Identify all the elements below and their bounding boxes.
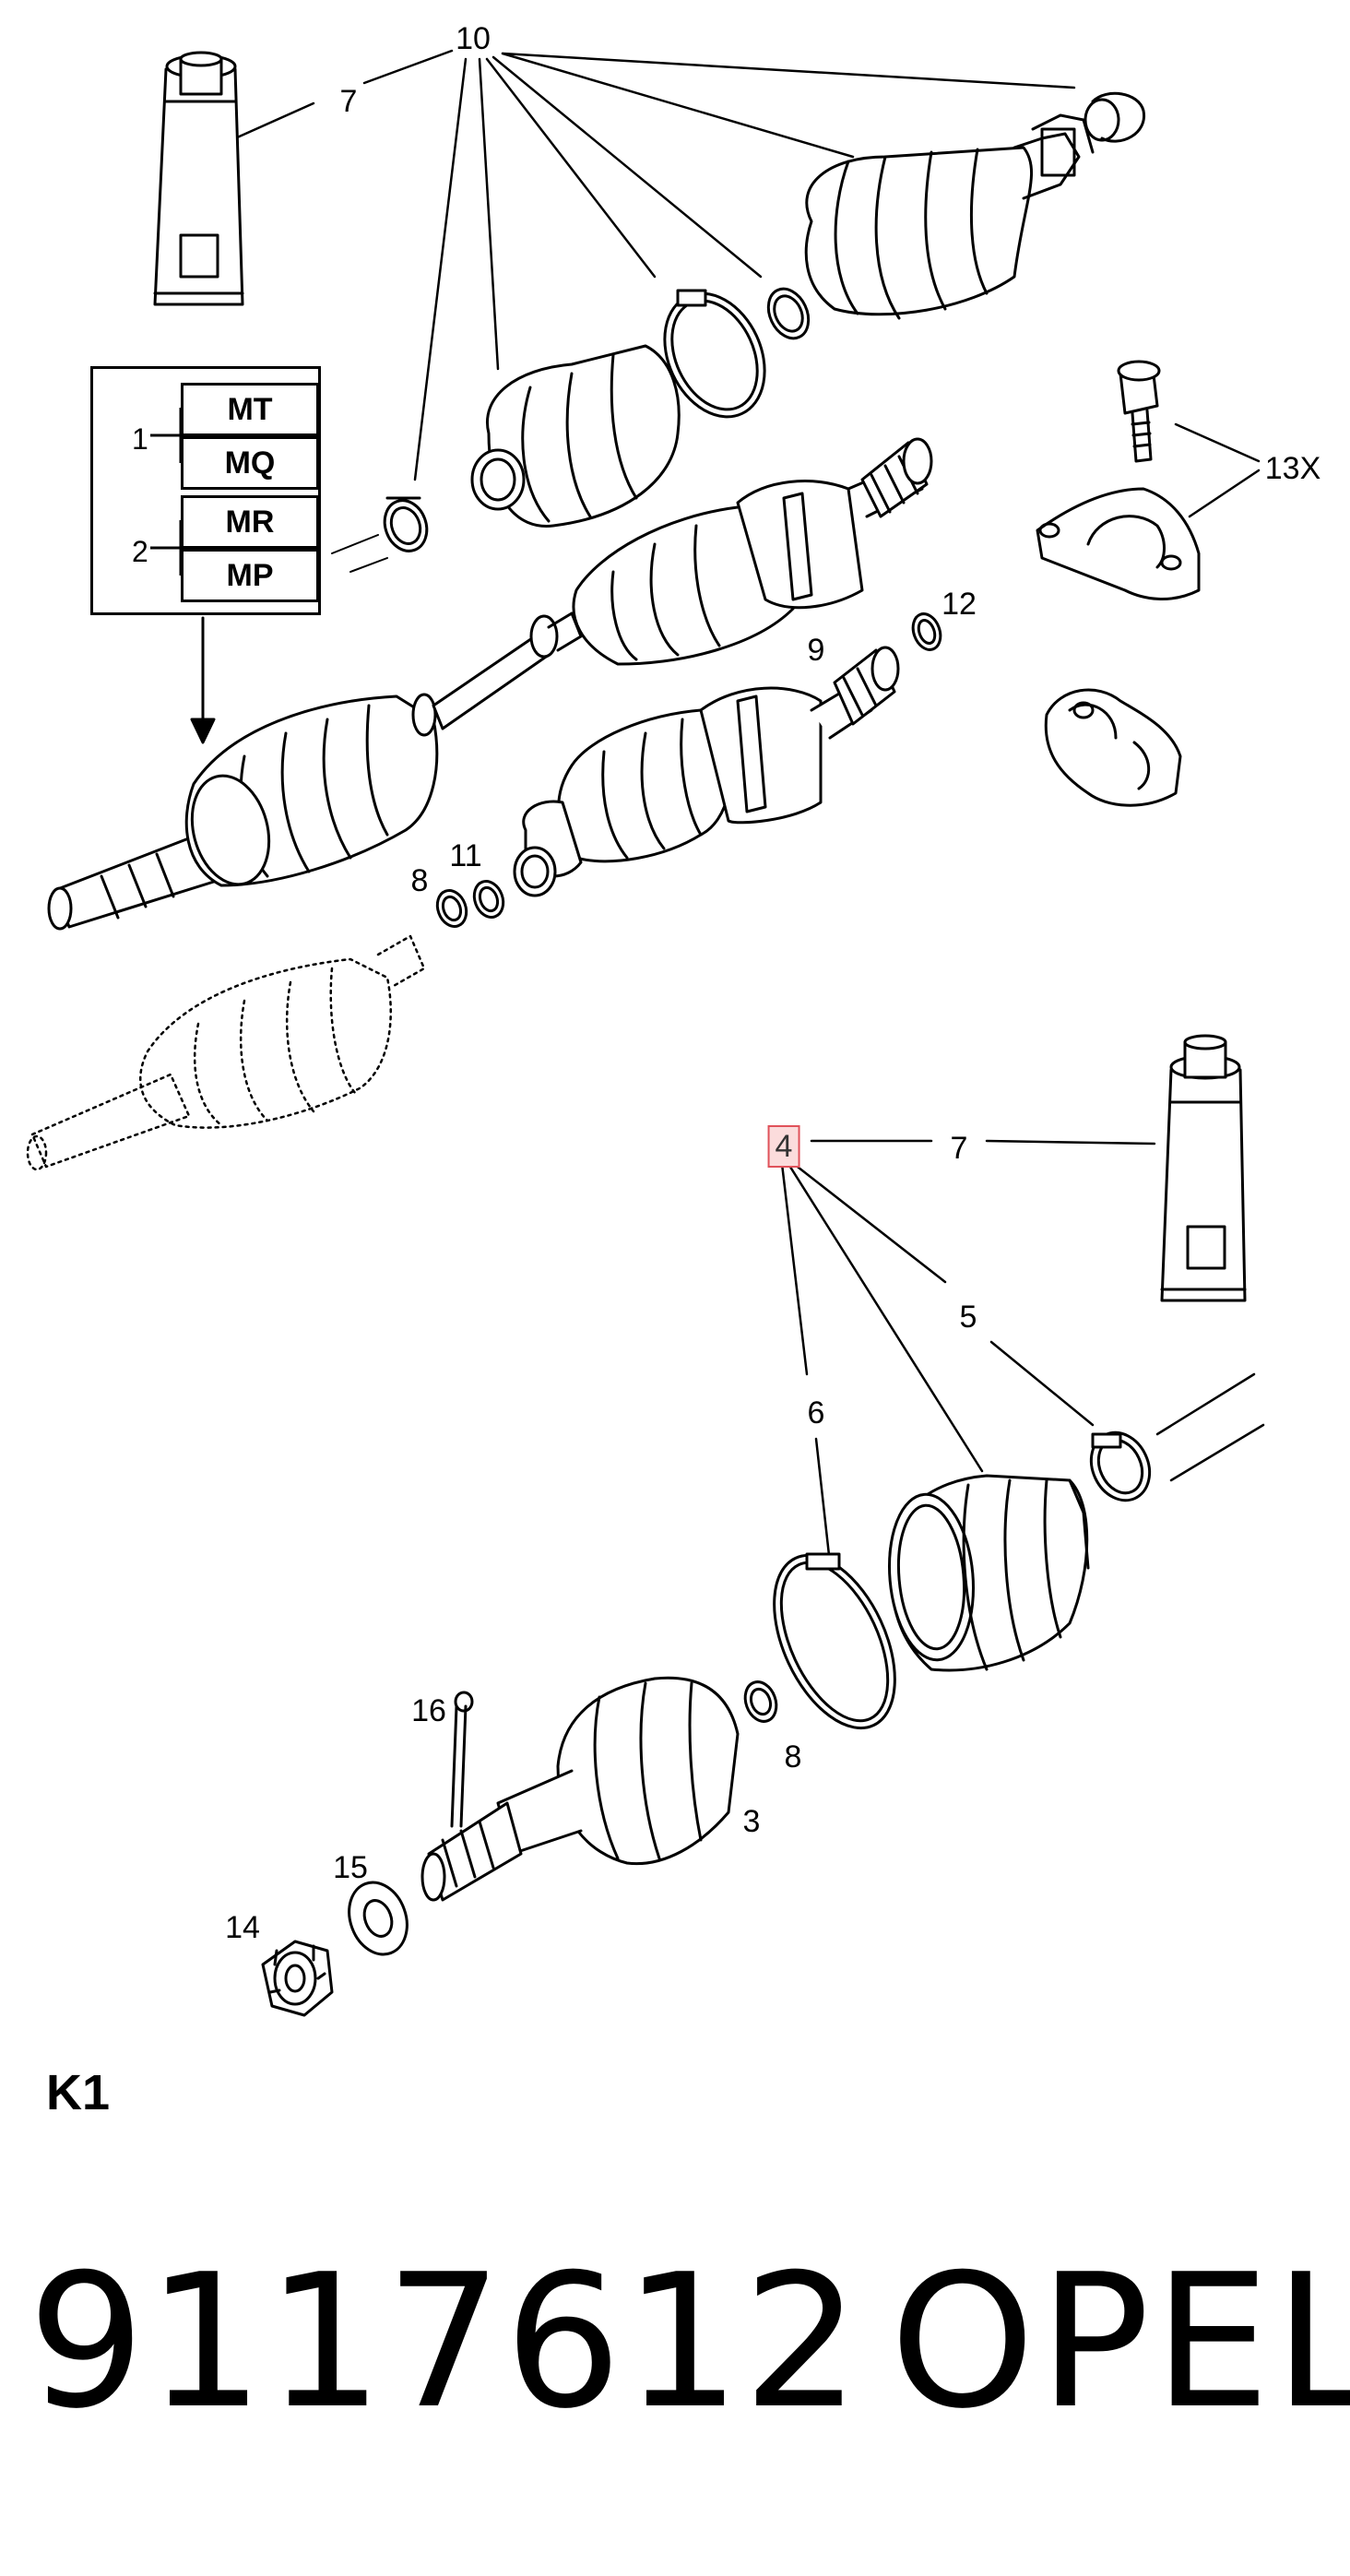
legend-group-1: 1	[132, 422, 148, 456]
callout-5: 5	[959, 1300, 977, 1335]
brand-name: OPEL	[890, 2235, 1350, 2450]
bearing-bracket-lower	[1044, 688, 1182, 807]
leader-lines-10	[233, 49, 1076, 481]
legend-code-mq: MQ	[181, 436, 319, 490]
part-number: 9117612	[28, 2235, 862, 2450]
shaft-end-bottom	[1155, 1372, 1265, 1482]
axis-lines	[331, 534, 388, 573]
variant-legend: 1 2 MT MQ MR MP	[90, 366, 321, 615]
bearing-bracket-upper	[1036, 487, 1201, 600]
variant-code: K1	[46, 2065, 111, 2120]
callout-13x: 13X	[1264, 451, 1321, 486]
boot-top-right	[804, 98, 1120, 320]
callout-7-bottom: 7	[950, 1131, 968, 1166]
drive-shaft-assembly	[47, 437, 933, 931]
ghost-shaft-outline	[26, 934, 426, 1171]
bolt	[1117, 360, 1261, 463]
legend-group-2: 2	[132, 535, 148, 568]
boot-outer-bottom	[887, 1474, 1090, 1672]
castle-nut	[261, 1940, 334, 2017]
callout-16: 16	[411, 1693, 446, 1728]
exploded-parts-diagram: 10 7 13X 12 9 8 11 4 7 5 6 16 8 3 15 14 …	[26, 21, 1321, 2017]
cotter-pin	[450, 1691, 474, 1828]
legend-code-mt: MT	[181, 383, 319, 436]
outer-cv-joint	[420, 1676, 740, 1902]
callout-8-top: 8	[410, 863, 429, 898]
callout-6: 6	[807, 1395, 825, 1430]
callout-14: 14	[225, 1910, 260, 1945]
circlip-8-bottom	[743, 1680, 778, 1723]
clamp-6	[773, 1552, 896, 1730]
callout-11: 11	[449, 838, 482, 873]
legend-arrow	[190, 616, 216, 744]
washer	[348, 1881, 409, 1956]
callout-12: 12	[941, 587, 977, 622]
grease-tube-bottom	[1160, 1034, 1247, 1302]
callout-15: 15	[333, 1850, 368, 1885]
leader-lines-4	[780, 1139, 1156, 1565]
callout-9: 9	[807, 633, 825, 668]
callout-3: 3	[742, 1804, 761, 1839]
callout-10: 10	[456, 21, 491, 56]
clamp-5	[1089, 1430, 1152, 1502]
legend-code-mp: MP	[181, 549, 319, 602]
clamp-small	[766, 287, 811, 340]
inner-joint-assembly	[513, 646, 900, 897]
callout-8-bottom: 8	[784, 1739, 802, 1775]
boot-inner	[470, 344, 681, 528]
circlip-12	[911, 612, 942, 651]
drive-shaft-drawing	[26, 49, 1265, 2017]
callout-7-top: 7	[339, 84, 358, 119]
legend-code-mr: MR	[181, 495, 319, 549]
circlips-8-11	[435, 880, 505, 928]
clamp-large	[663, 289, 766, 419]
circlip-top-right	[1091, 91, 1145, 143]
grease-tube-top	[153, 51, 244, 306]
callout-4-highlighted[interactable]: 4	[767, 1125, 800, 1168]
clamp-left-small	[383, 496, 429, 552]
